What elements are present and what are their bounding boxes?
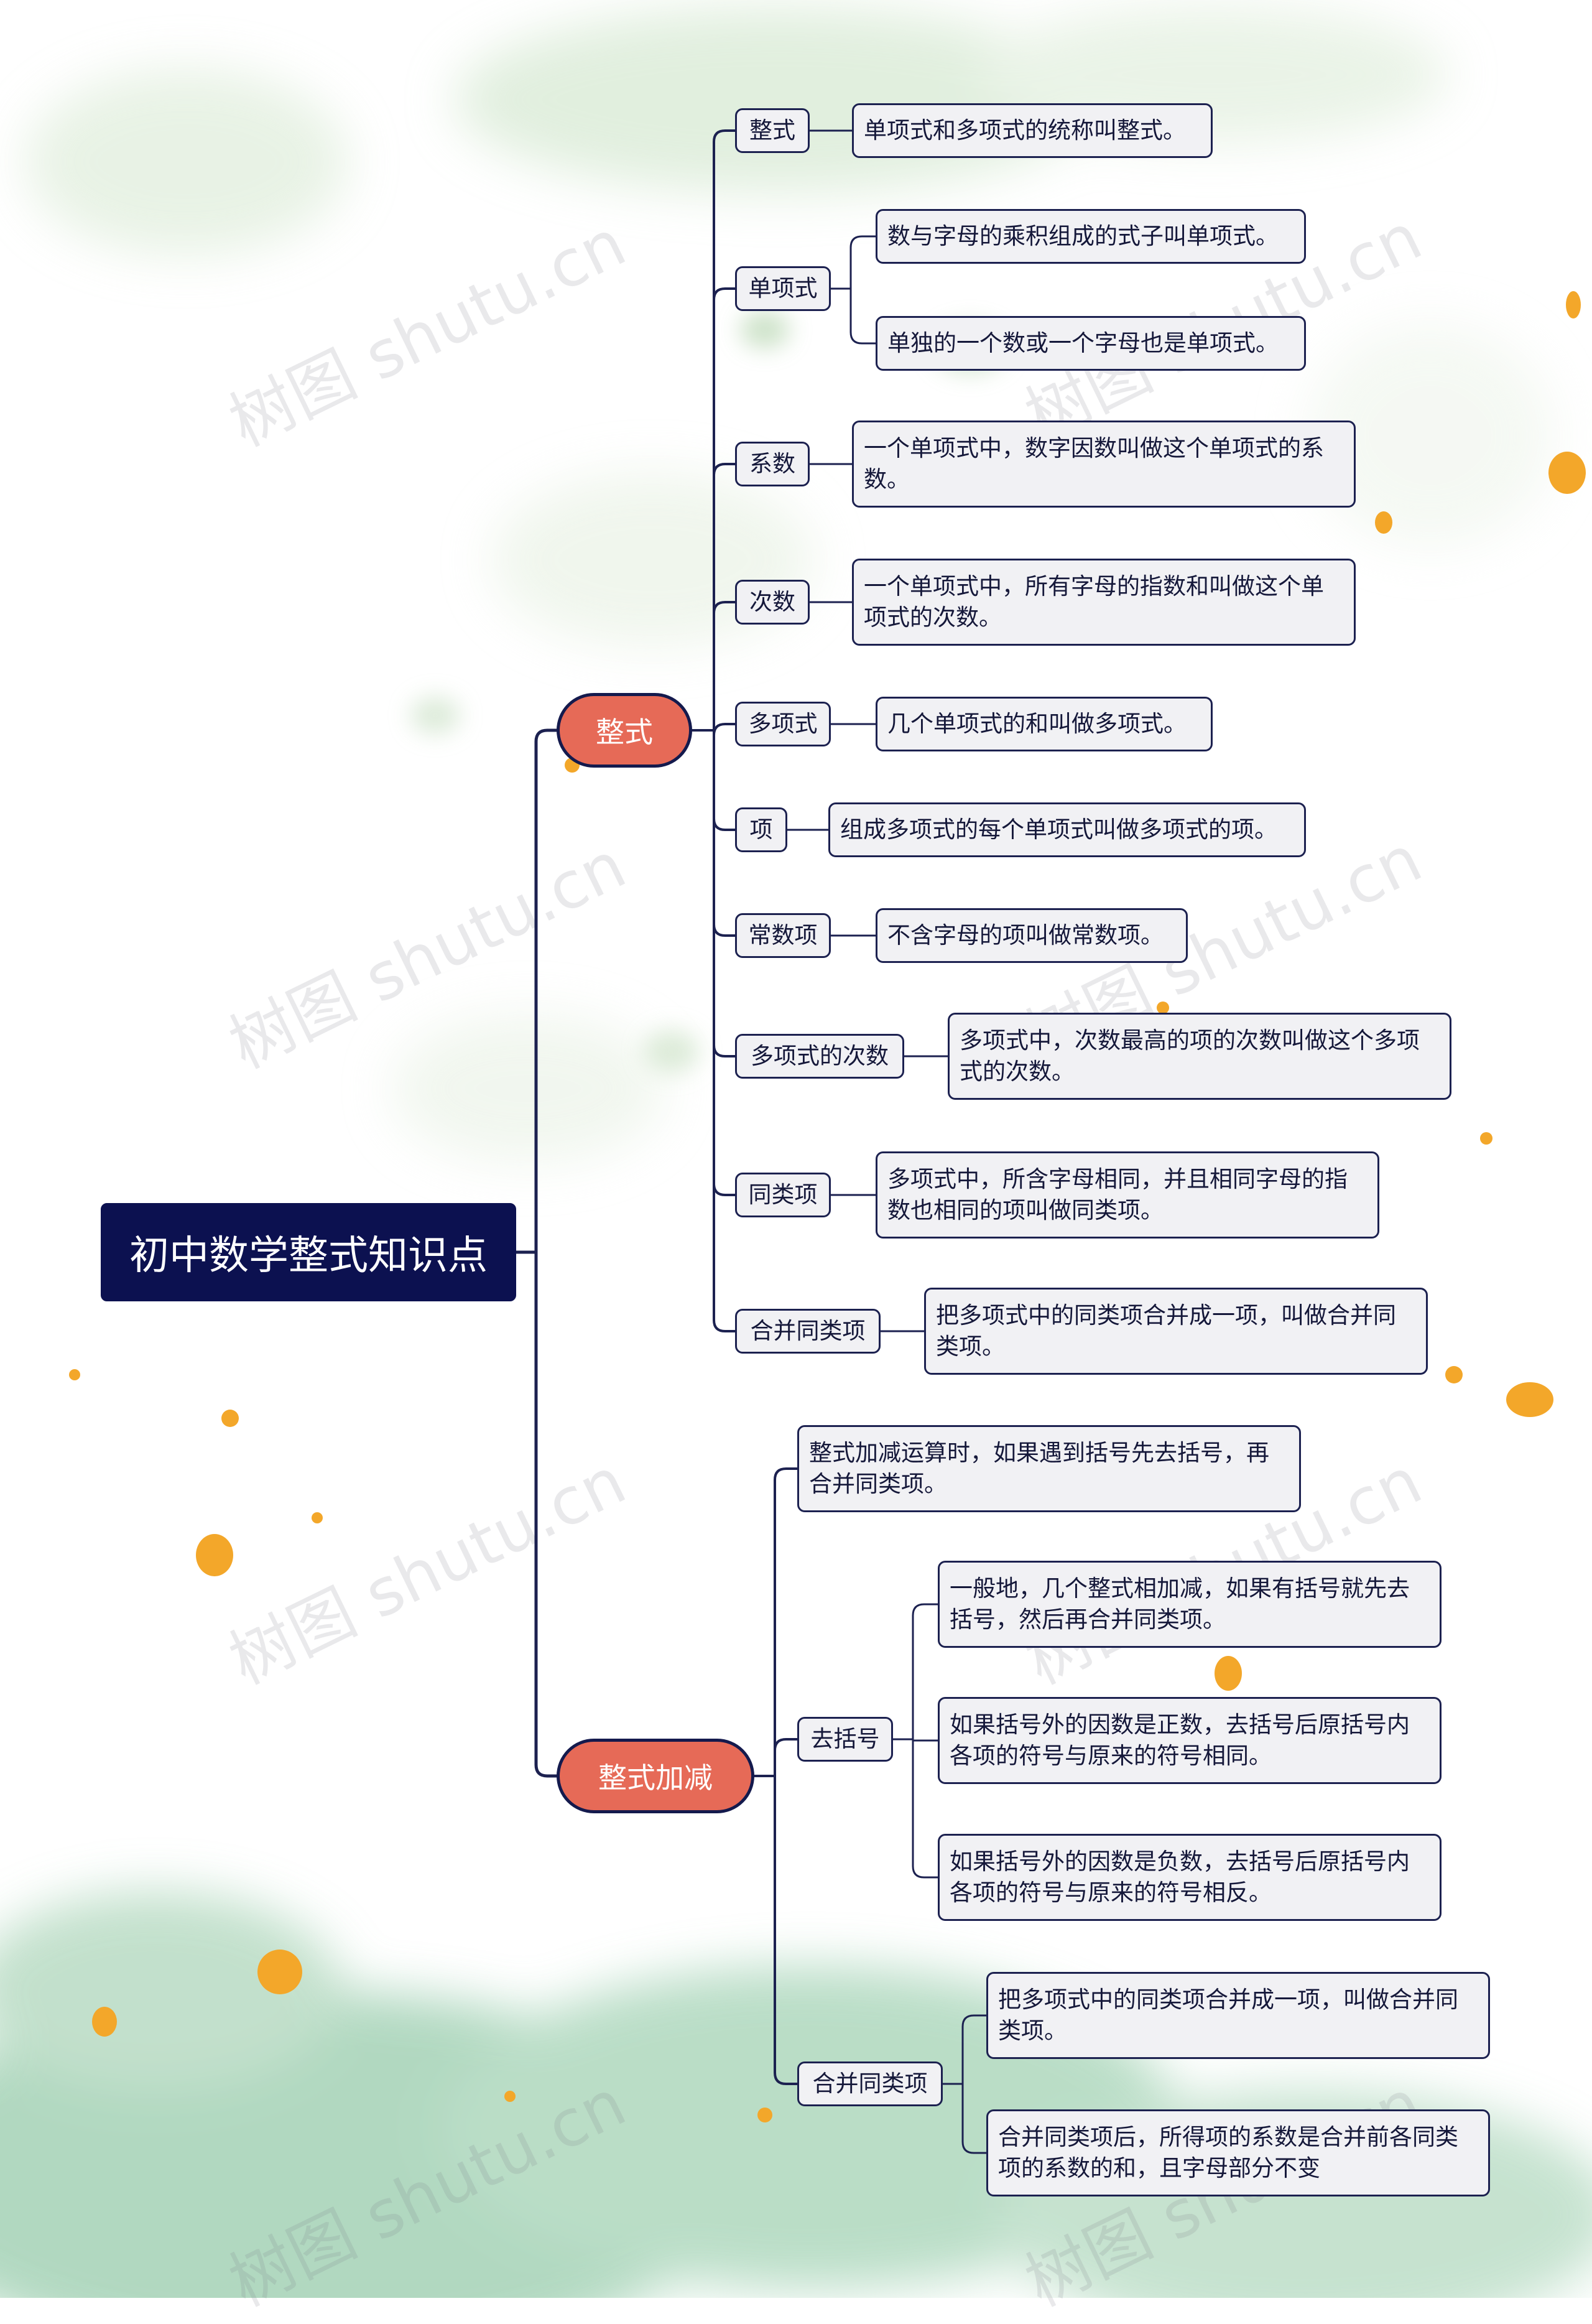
subtopic-2-2[interactable]: 去括号: [797, 1717, 893, 1762]
connector-line: [961, 2014, 988, 2085]
subtopic-1-8[interactable]: 多项式的次数: [735, 1034, 904, 1079]
leaf-note[interactable]: 数与字母的乘积组成的式子叫单项式。: [876, 209, 1306, 264]
leaf-note[interactable]: 如果括号外的因数是正数，去括号后原括号内各项的符号与原来的符号相同。: [938, 1697, 1442, 1784]
leaf-note[interactable]: 几个单项式的和叫做多项式。: [876, 697, 1213, 751]
leaf-note[interactable]: 合并同类项后，所得项的系数是合并前各同类项的系数的和，且字母部分不变: [986, 2109, 1490, 2196]
connector-line: [534, 728, 558, 1254]
connector-line: [713, 463, 736, 732]
leaf-note[interactable]: 一般地，几个整式相加减，如果有括号就先去括号，然后再合并同类项。: [938, 1561, 1442, 1648]
connector-line: [912, 1603, 939, 1741]
subtopic-1-5[interactable]: 多项式: [735, 702, 831, 746]
connector-line: [534, 1250, 558, 1778]
connector-line: [713, 287, 736, 732]
connector-line: [849, 235, 877, 290]
leaf-note[interactable]: 整式加减运算时，如果遇到括号先去括号，再合并同类项。: [797, 1425, 1301, 1512]
root-topic[interactable]: 初中数学整式知识点: [101, 1203, 516, 1301]
leaf-note[interactable]: 把多项式中的同类项合并成一项，叫做合并同类项。: [924, 1288, 1428, 1375]
connector-line: [961, 2083, 988, 2154]
subtopic-1-6[interactable]: 项: [735, 807, 787, 852]
leaf-note[interactable]: 组成多项式的每个单项式叫做多项式的项。: [828, 802, 1306, 857]
subtopic-1-3[interactable]: 系数: [735, 442, 810, 486]
leaf-note[interactable]: 单独的一个数或一个字母也是单项式。: [876, 316, 1306, 371]
connector-line: [713, 129, 736, 732]
leaf-note[interactable]: 一个单项式中，数字因数叫做这个单项式的系数。: [852, 421, 1356, 508]
subtopic-1-4[interactable]: 次数: [735, 580, 810, 625]
leaf-note[interactable]: 单项式和多项式的统称叫整式。: [852, 103, 1213, 158]
leaf-note[interactable]: 一个单项式中，所有字母的指数和叫做这个单项式的次数。: [852, 559, 1356, 646]
leaf-note[interactable]: 把多项式中的同类项合并成一项，叫做合并同类项。: [986, 1972, 1490, 2059]
leaf-note[interactable]: 多项式中，所含字母相同，并且相同字母的指数也相同的项叫做同类项。: [876, 1151, 1379, 1239]
connector-line: [774, 1775, 798, 2085]
branch-1[interactable]: 整式: [557, 693, 692, 768]
subtopic-1-7[interactable]: 常数项: [735, 913, 831, 958]
leaf-note[interactable]: 多项式中，次数最高的项的次数叫做这个多项式的次数。: [948, 1013, 1451, 1100]
subtopic-1-2[interactable]: 单项式: [735, 266, 831, 311]
connector-line: [774, 1738, 798, 1777]
connector-line: [912, 1738, 939, 1879]
subtopic-1-9[interactable]: 同类项: [735, 1173, 831, 1217]
connector-line: [849, 287, 877, 345]
branch-2[interactable]: 整式加减: [557, 1739, 754, 1813]
connector-line: [774, 1467, 798, 1777]
connector-line: [713, 729, 736, 1332]
leaf-note[interactable]: 如果括号外的因数是负数，去括号后原括号内各项的符号与原来的符号相反。: [938, 1834, 1442, 1921]
connector-line: [713, 601, 736, 732]
subtopic-1-1[interactable]: 整式: [735, 108, 810, 153]
leaf-note[interactable]: 不含字母的项叫做常数项。: [876, 908, 1188, 963]
subtopic-2-3[interactable]: 合并同类项: [797, 2061, 943, 2106]
subtopic-1-10[interactable]: 合并同类项: [735, 1309, 881, 1354]
